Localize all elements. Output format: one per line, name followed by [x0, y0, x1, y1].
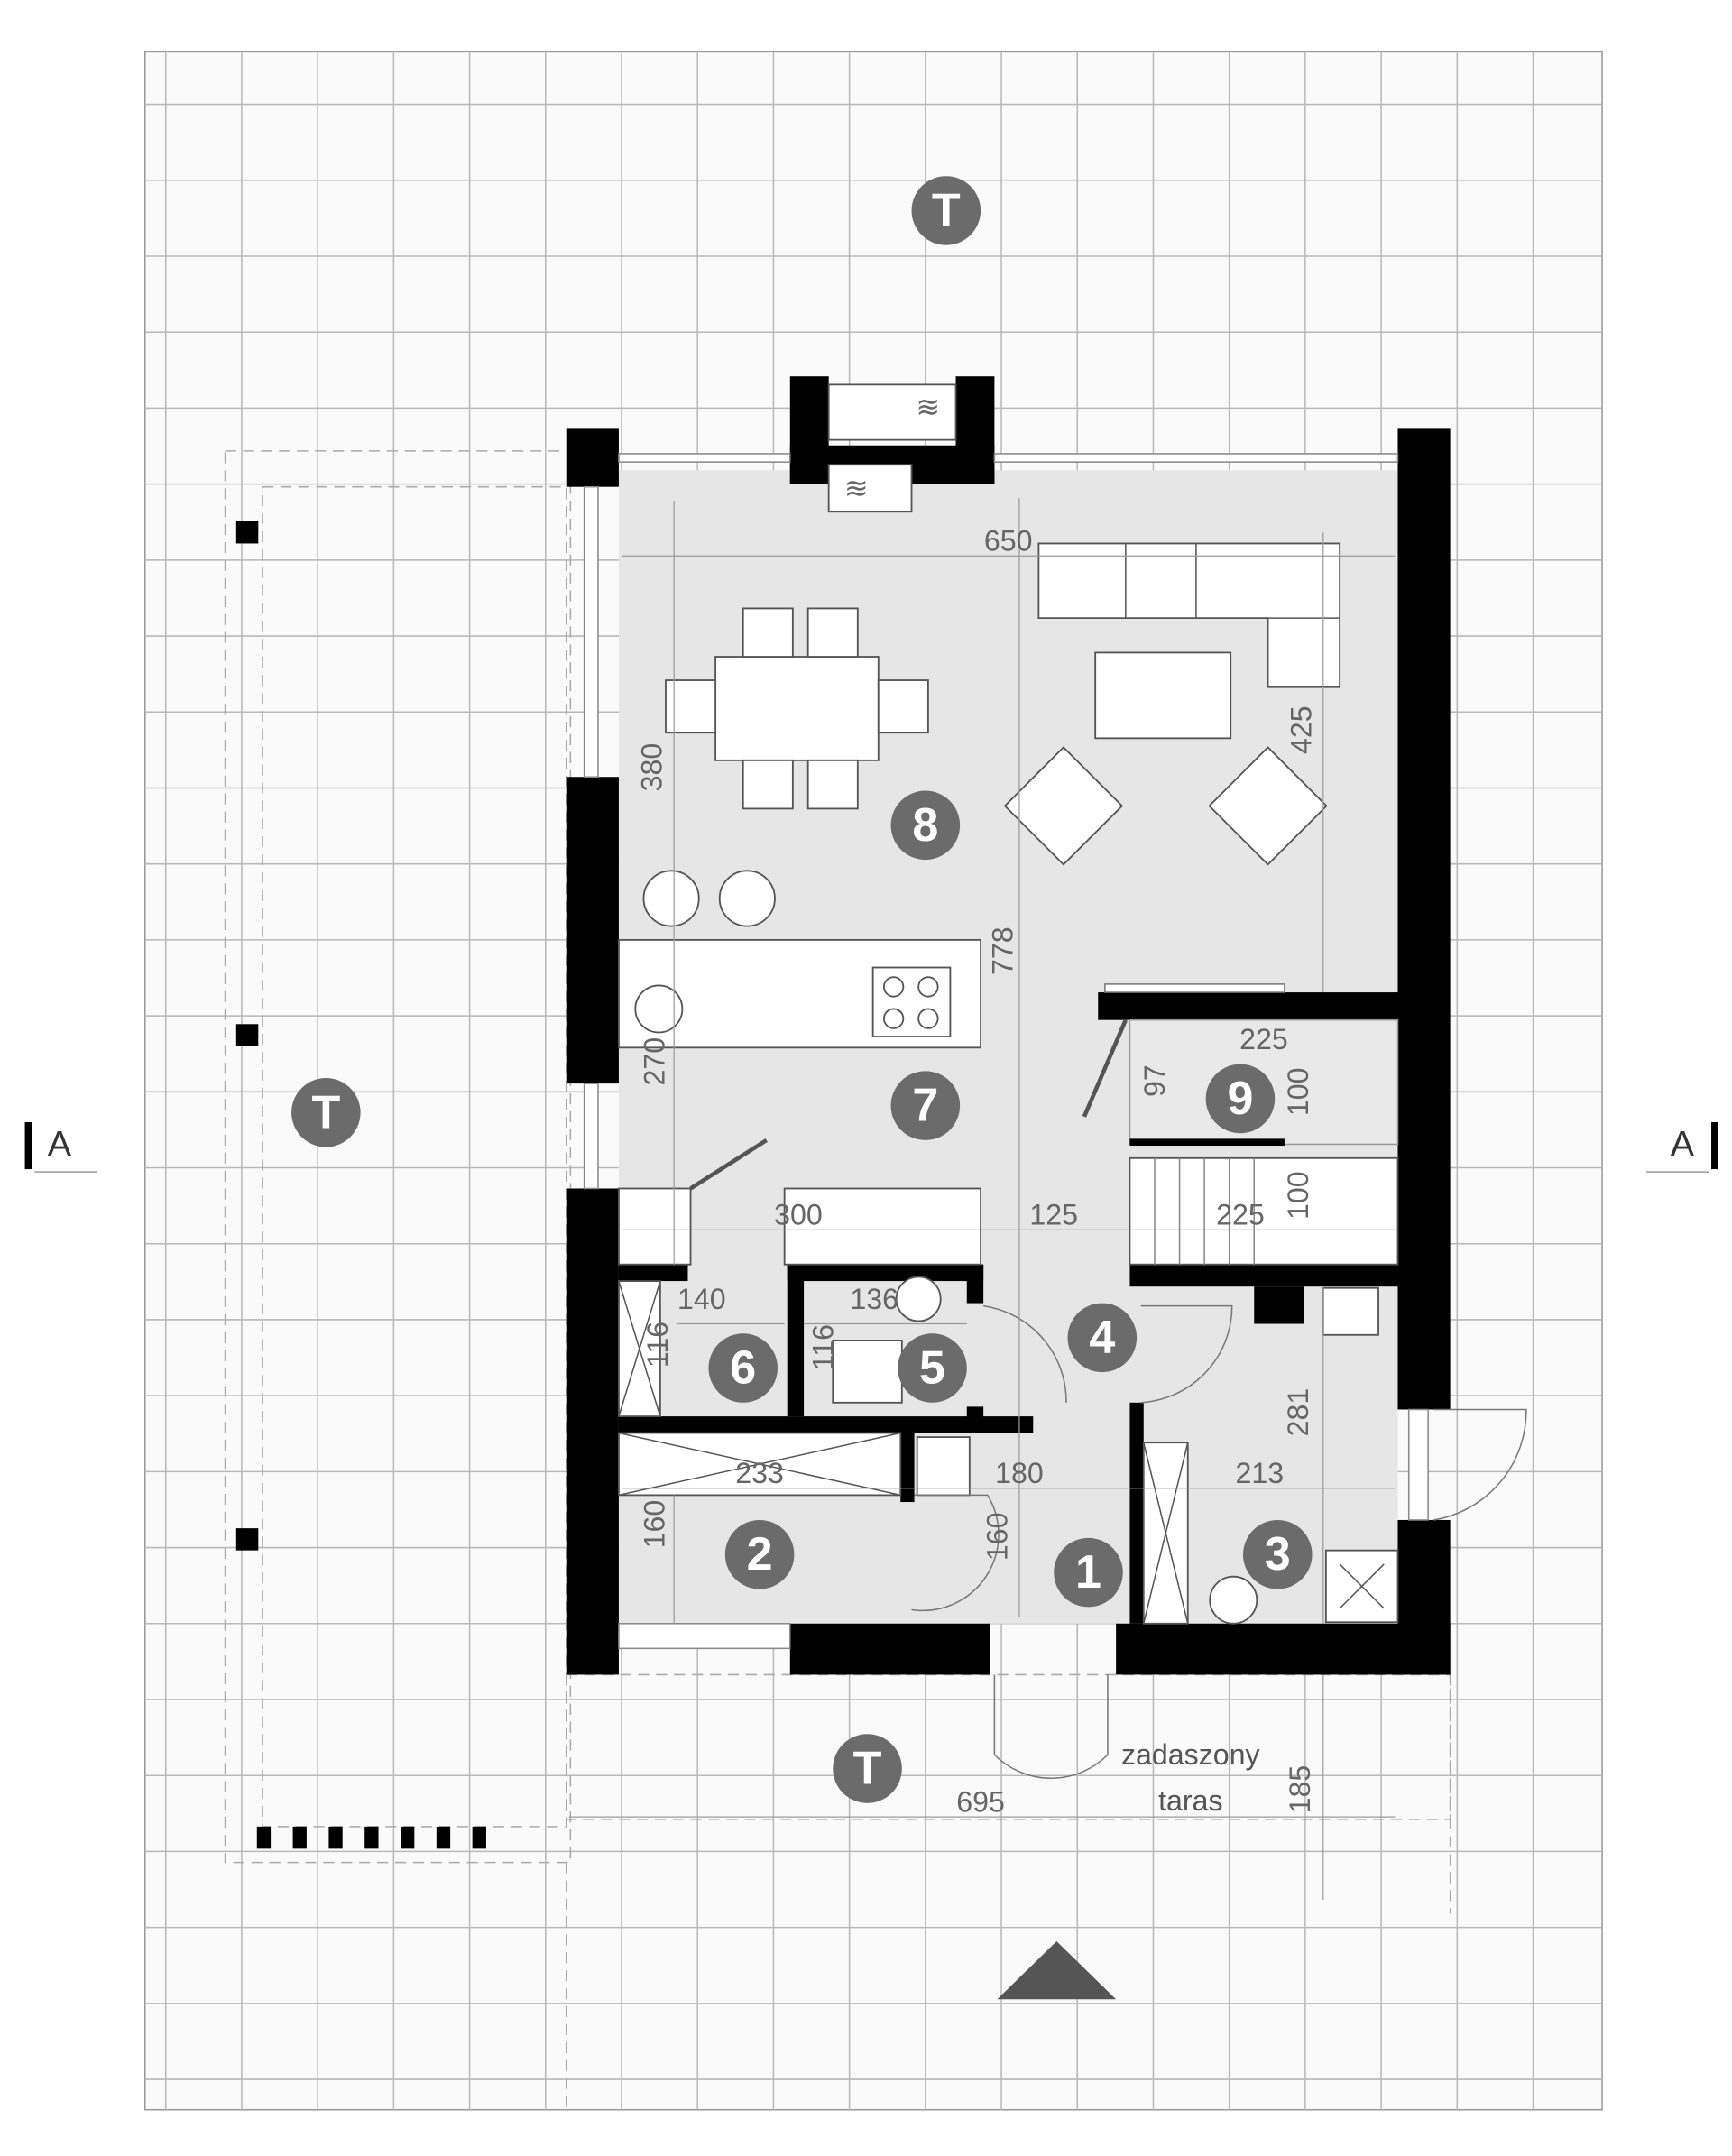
svg-text:3: 3 [1265, 1528, 1291, 1580]
fireplace [827, 464, 913, 513]
dim-stairs-upper: 100 [1282, 1067, 1314, 1116]
room-marker-8: 8 [890, 790, 961, 861]
room-marker-7: 7 [890, 1071, 961, 1140]
svg-text:T: T [853, 1743, 882, 1795]
cooktop [871, 966, 952, 1037]
dim-kitchen-width: 300 [774, 1199, 823, 1231]
dim-room3-depth: 281 [1282, 1388, 1314, 1437]
dining-set [665, 607, 929, 810]
svg-text:A: A [48, 1124, 72, 1164]
svg-text:5: 5 [919, 1342, 945, 1395]
svg-text:7: 7 [912, 1080, 938, 1132]
dim-kitchen-depth: 270 [639, 1037, 671, 1086]
walls [566, 376, 1451, 1675]
cabinet-hall [916, 1436, 971, 1497]
dim-wc-width: 136 [850, 1283, 898, 1315]
dim-room2-width: 233 [735, 1457, 784, 1489]
svg-text:8: 8 [912, 799, 938, 852]
dim-stairs-lower: 100 [1282, 1171, 1314, 1220]
dim-room3-width: 213 [1236, 1457, 1285, 1489]
section-mark-right: A [1646, 1121, 1718, 1173]
dim-vestibule-width: 180 [995, 1457, 1044, 1489]
svg-text:4: 4 [1089, 1312, 1115, 1364]
room-marker-1: 1 [1054, 1537, 1123, 1608]
dim-wc-depth: 116 [807, 1324, 840, 1370]
room-marker-4: 4 [1067, 1303, 1138, 1373]
svg-text:6: 6 [730, 1342, 756, 1395]
washing-machine-icon [1339, 1563, 1385, 1609]
cabinet [618, 1187, 692, 1266]
room-marker-5: 5 [898, 1333, 967, 1403]
room-marker-6: 6 [708, 1333, 778, 1403]
windows[interactable] [583, 453, 1429, 1650]
svg-text:9: 9 [1227, 1073, 1253, 1125]
room-marker-9: 9 [1205, 1064, 1276, 1134]
dim-total-depth: 778 [987, 926, 1019, 975]
svg-text:T: T [932, 184, 961, 236]
coffee-table [1094, 651, 1232, 740]
room-marker-2: 2 [724, 1519, 795, 1589]
heat-icon: ≋ [916, 391, 940, 423]
toilet [895, 1276, 942, 1322]
dim-living-width: 650 [984, 524, 1033, 557]
terrace-marker-bottom: T [833, 1734, 902, 1803]
dim-terrace-depth: 185 [1284, 1765, 1316, 1814]
doors[interactable] [689, 983, 1527, 1779]
chimney [827, 383, 957, 441]
entrance-arrow-icon [997, 1940, 1117, 2000]
dim-vestibule-depth: 160 [981, 1513, 1013, 1562]
svg-text:A: A [1671, 1124, 1695, 1164]
dim-landing: 97 [1138, 1064, 1171, 1097]
armchairs [1003, 746, 1328, 866]
terrace-marker-top: T [911, 176, 981, 245]
svg-text:2: 2 [747, 1528, 773, 1580]
section-mark-left: A [24, 1121, 97, 1173]
wardrobes [618, 1280, 1189, 1625]
boiler [1209, 1575, 1258, 1625]
sink [634, 984, 684, 1034]
dim-pantry-width: 140 [677, 1283, 726, 1315]
dim-stairs-width-bottom: 225 [1216, 1199, 1265, 1231]
dim-room2-depth: 160 [639, 1500, 671, 1549]
terrace-marker-left: T [291, 1078, 361, 1147]
dim-hall-width: 125 [1029, 1199, 1078, 1231]
dim-dining-depth: 380 [636, 743, 668, 792]
heater [1322, 1286, 1379, 1336]
bar-stools [642, 870, 776, 927]
terrace-label-line1: zadaszony [1121, 1738, 1260, 1771]
svg-text:1: 1 [1075, 1546, 1101, 1599]
fire-icon: ≋ [844, 472, 869, 504]
room-markers: T T T 8 7 9 4 5 6 2 1 3 [291, 176, 1313, 1803]
svg-text:T: T [311, 1086, 340, 1138]
dim-stairs-width-top: 225 [1239, 1023, 1288, 1055]
dim-pantry-depth: 116 [641, 1322, 674, 1368]
dim-terrace-width: 695 [956, 1785, 1005, 1818]
kitchen-counter [783, 1187, 981, 1266]
terrace-posts [235, 521, 486, 1849]
terrace-label-line2: taras [1158, 1784, 1222, 1817]
dim-living-depth: 425 [1285, 705, 1317, 754]
room-marker-3: 3 [1242, 1519, 1313, 1589]
washbasin [832, 1339, 903, 1404]
dimension-lines [568, 497, 1396, 1901]
